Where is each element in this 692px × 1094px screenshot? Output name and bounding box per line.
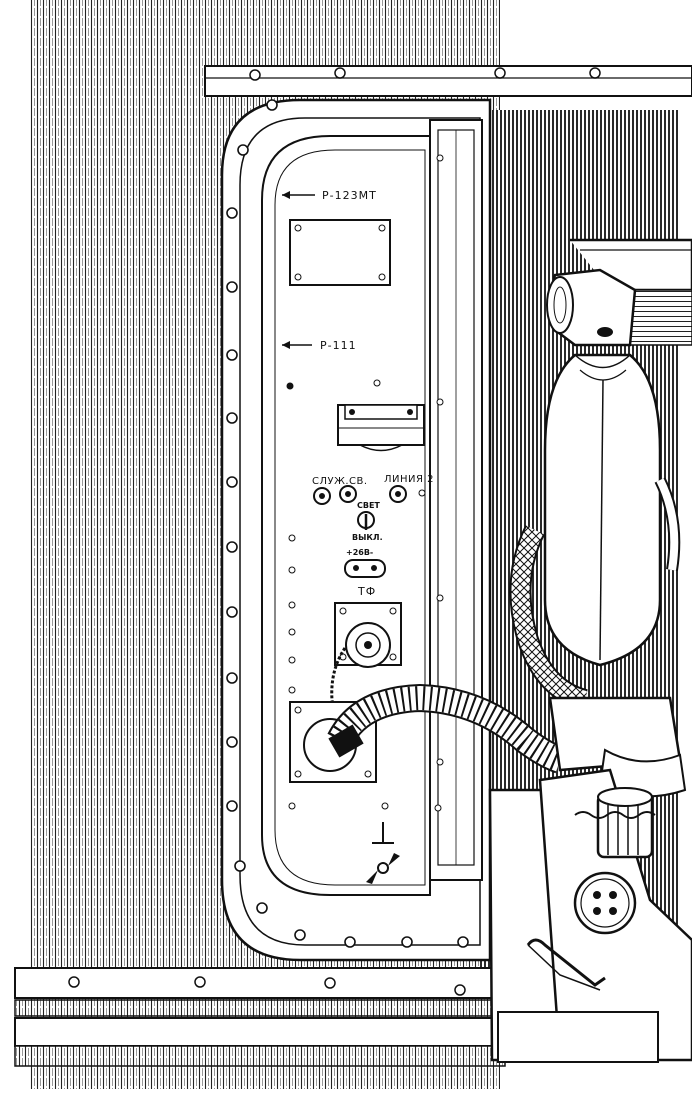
cylinder-tank: [543, 353, 662, 667]
wingnut-icon[interactable]: [366, 853, 400, 884]
light-toggle-switch[interactable]: [357, 511, 375, 530]
left-dot-column: [288, 601, 296, 694]
vertical-channel: [429, 119, 483, 881]
frame-bolts: [226, 99, 469, 948]
power-socket-26v[interactable]: [344, 559, 386, 578]
screw-dot: [288, 802, 296, 810]
screw-dot: [288, 566, 296, 574]
latch-handle[interactable]: [337, 404, 425, 452]
top-rail: [204, 65, 692, 97]
screw-dot: [288, 534, 296, 542]
tf-connector[interactable]: [334, 602, 402, 668]
r111-label: Р-111: [320, 339, 357, 352]
svet-label: СВЕТ: [357, 501, 380, 510]
ground-icon: [372, 822, 394, 844]
label-r111: Р-111: [282, 339, 357, 352]
braided-hose: [509, 477, 681, 711]
coil-spring: [574, 811, 656, 819]
linia-label: ЛИНИЯ 2: [384, 474, 434, 485]
sluzh-label: СЛУЖ.СВ.: [312, 476, 368, 487]
screw-dot: [418, 489, 426, 497]
connector-chain: [330, 647, 347, 726]
jack-sluzh-2[interactable]: [339, 485, 357, 503]
label-r123: Р-123МТ: [282, 189, 377, 202]
jack-linia-1[interactable]: [389, 485, 407, 503]
valve-collar: [596, 787, 654, 859]
screw-dot: [381, 802, 389, 810]
volt-label: +26В-: [346, 548, 373, 557]
screw-dot: [286, 382, 294, 390]
rotary-knob[interactable]: [573, 871, 637, 935]
vykl-label: ВЫКЛ.: [352, 533, 383, 542]
spring-clip[interactable]: [526, 938, 606, 991]
tf-label: ТФ: [357, 585, 376, 598]
lower-mechanism: [488, 696, 692, 1063]
r123-label: Р-123МТ: [322, 189, 377, 202]
pipe-elbow: [546, 268, 637, 347]
jack-sluzh-1[interactable]: [313, 487, 331, 505]
cable-hose: [327, 683, 565, 774]
nameplate: [289, 219, 391, 286]
bottom-rails: [14, 967, 506, 1067]
screw-dot: [373, 379, 381, 387]
screw-dot: [434, 804, 442, 812]
